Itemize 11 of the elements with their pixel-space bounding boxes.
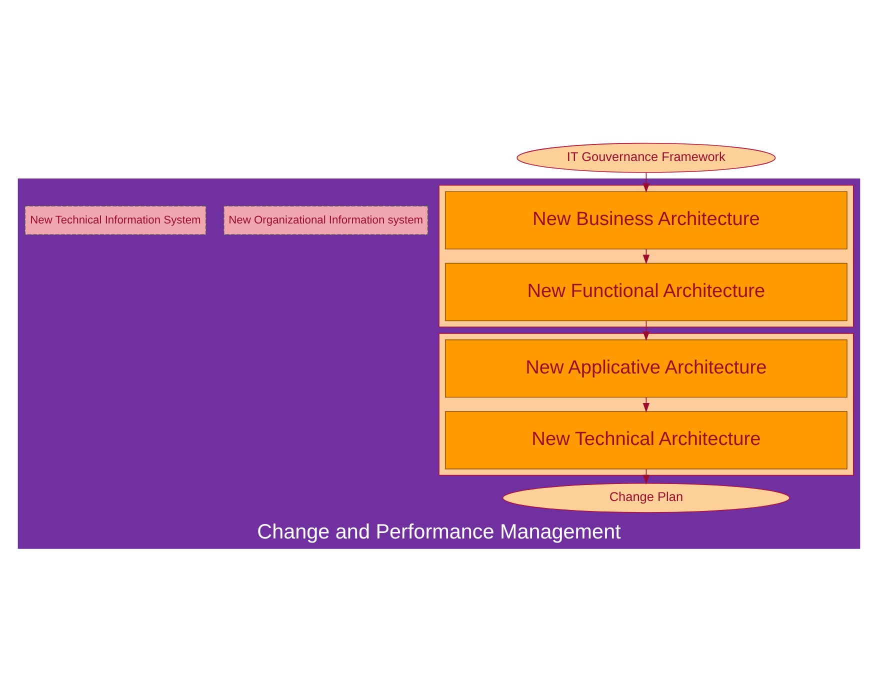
arrow xyxy=(642,320,650,342)
node-box: New Business Architecture xyxy=(444,191,848,250)
node-box: New Technical Architecture xyxy=(444,411,848,470)
node-box: New Applicative Architecture xyxy=(444,339,848,398)
node-ellipse: IT Gouvernance Framework xyxy=(516,142,776,173)
node-box: New Organizational Information system xyxy=(223,206,428,236)
node-box: New Technical Information System xyxy=(24,206,206,236)
node-box: New Functional Architecture xyxy=(444,262,848,322)
arrow xyxy=(642,172,650,193)
cluster xyxy=(438,184,854,328)
node-ellipse: Change Plan xyxy=(502,482,790,513)
